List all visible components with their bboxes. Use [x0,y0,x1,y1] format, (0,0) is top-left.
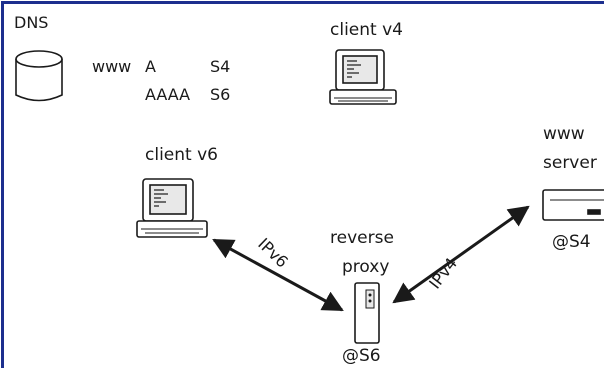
ipv6-link-arrow [212,238,344,312]
dns-label: DNS [14,13,49,32]
www-server-label: server [543,153,597,173]
www-server-address: @S4 [552,232,591,252]
database-icon [15,50,63,102]
dns-record-type: AAAA [145,85,191,104]
server-tower-icon [354,282,380,344]
dns-record-value: S6 [210,85,231,104]
client-v6-label: client v6 [145,145,218,165]
computer-icon [329,49,397,105]
dns-record-value: S4 [210,57,231,76]
reverse-proxy-label: proxy [342,257,390,277]
server-icon [542,189,604,221]
computer-icon [136,178,208,238]
client-v4-label: client v4 [330,20,403,40]
dns-record-type: A [145,57,156,76]
ipv4-link-arrow [392,205,530,304]
reverse-proxy-label: reverse [330,228,394,248]
reverse-proxy-address: @S6 [342,346,381,366]
www-server-label: www [543,124,585,144]
dns-record-name: www [92,57,132,76]
